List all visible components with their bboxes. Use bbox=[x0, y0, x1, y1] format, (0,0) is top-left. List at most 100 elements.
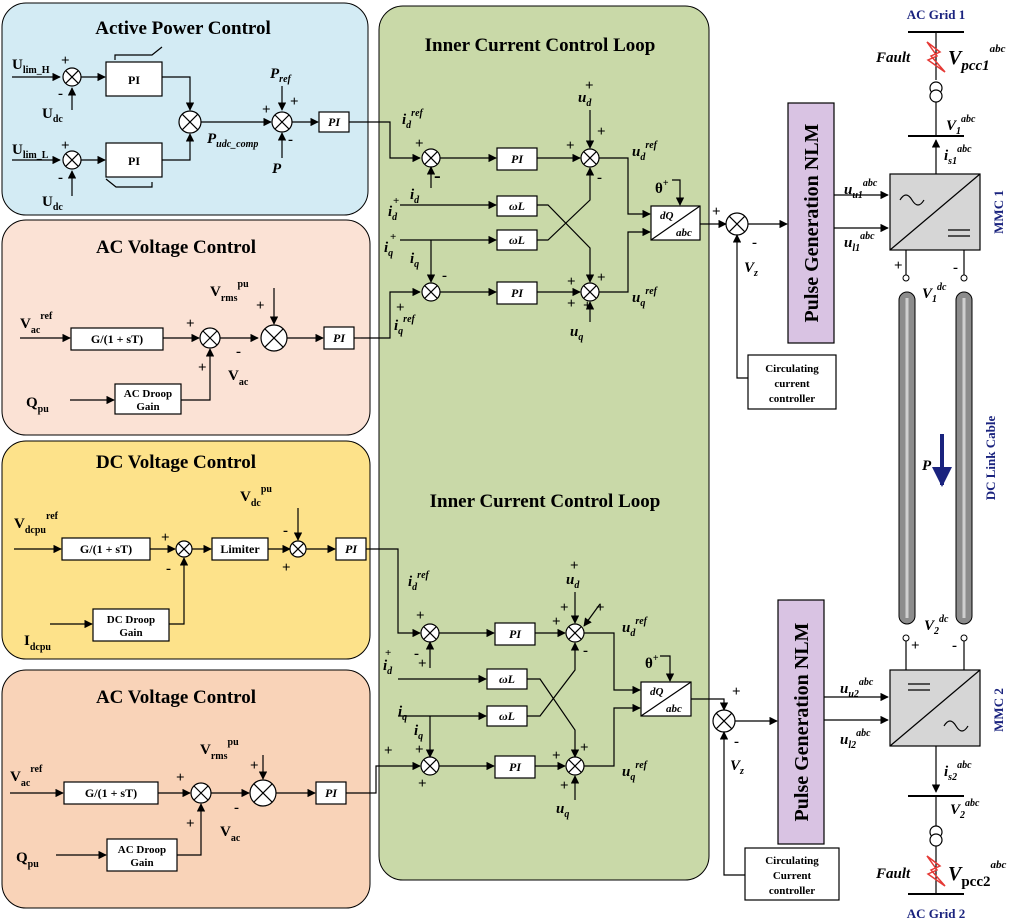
svg-text:Vrmspu: Vrmspu bbox=[200, 737, 239, 762]
svg-text:-: - bbox=[234, 800, 239, 816]
svg-text:uu1abc: uu1abc bbox=[844, 178, 878, 201]
svg-text:dQ: dQ bbox=[660, 210, 674, 222]
svg-text:θ+: θ+ bbox=[655, 178, 669, 197]
svg-text:+: + bbox=[570, 558, 579, 574]
svg-text:abc: abc bbox=[666, 703, 682, 715]
svg-text:+: + bbox=[583, 298, 592, 314]
converter-control-1: - Vz Pulse Generation NLM Circulating cu… bbox=[725, 102, 837, 410]
svg-text:controller: controller bbox=[769, 393, 815, 405]
svg-text:dQ: dQ bbox=[650, 686, 664, 698]
svg-text:+: + bbox=[390, 231, 396, 243]
mmc-2-label: MMC 2 bbox=[991, 688, 1006, 732]
pulse-generation-label: Pulse Generation NLM bbox=[801, 123, 823, 322]
svg-text:+: + bbox=[894, 258, 903, 274]
svg-text:ud: ud bbox=[578, 90, 592, 109]
grid-side-1: AC Grid 1 Fault Vpcc1abc V1abc is1abc MM… bbox=[834, 7, 1006, 305]
svg-text:Pref: Pref bbox=[270, 66, 293, 85]
svg-text:-: - bbox=[414, 646, 419, 662]
svg-text:ωL: ωL bbox=[499, 672, 515, 686]
svg-text:+: + bbox=[418, 656, 427, 672]
pi-block bbox=[496, 147, 538, 171]
svg-text:PI: PI bbox=[511, 152, 524, 166]
svg-text:-: - bbox=[283, 523, 288, 539]
svg-text:Gain: Gain bbox=[119, 627, 142, 639]
svg-text:G/(1 + sT): G/(1 + sT) bbox=[91, 332, 143, 346]
svg-text:-: - bbox=[952, 638, 957, 654]
ac-grid-2-label: AC Grid 2 bbox=[907, 906, 966, 921]
grid-side-2: V2dc + - MMC 2 uu2abc ul2abc is2abc V2ab… bbox=[824, 614, 1007, 921]
svg-text:DC Droop: DC Droop bbox=[107, 614, 155, 626]
svg-text:+: + bbox=[61, 138, 70, 154]
svg-text:iq: iq bbox=[398, 704, 407, 723]
svg-text:Udc: Udc bbox=[42, 106, 63, 125]
inner-loop-1-diagram: idref + - PI + ud + + - udref id id + ωL… bbox=[349, 78, 727, 343]
pi-block bbox=[105, 61, 163, 97]
dc-cable-label: DC Link Cable bbox=[983, 416, 998, 501]
svg-text:+: + bbox=[262, 102, 271, 118]
mmc-1-label: MMC 1 bbox=[991, 190, 1006, 234]
dc-voltage-diagram: Vdcpuref G/(1 + sT) + - Limiter Vdcpu - … bbox=[14, 484, 367, 653]
svg-text:iq: iq bbox=[410, 251, 419, 270]
svg-text:-: - bbox=[734, 734, 739, 750]
svg-text:ωL: ωL bbox=[509, 233, 525, 247]
pi-block bbox=[494, 622, 536, 646]
svg-text:V2abc: V2abc bbox=[950, 798, 980, 821]
svg-text:+: + bbox=[596, 600, 605, 616]
svg-text:uqref: uqref bbox=[632, 286, 659, 309]
svg-text:ud: ud bbox=[566, 572, 580, 591]
svg-text:-: - bbox=[166, 561, 171, 577]
title-dc-voltage: DC Voltage Control bbox=[96, 452, 256, 473]
active-power-diagram: Ulim_H + - Udc PI Ulim_L + - Udc PI Pudc… bbox=[12, 46, 350, 213]
svg-text:+: + bbox=[384, 743, 393, 759]
svg-text:Vpcc1abc: Vpcc1abc bbox=[948, 43, 1006, 74]
svg-text:P: P bbox=[922, 458, 932, 474]
svg-text:PI: PI bbox=[509, 760, 522, 774]
svg-text:Udc: Udc bbox=[42, 194, 63, 213]
fault-icon bbox=[926, 41, 946, 73]
title-ac-voltage-1: AC Voltage Control bbox=[96, 237, 256, 258]
svg-text:+: + bbox=[567, 274, 576, 290]
converter-control-2: - Vz Pulse Generation NLM Circulating Cu… bbox=[712, 599, 840, 901]
svg-text:PI: PI bbox=[345, 542, 358, 556]
svg-text:P: P bbox=[272, 161, 282, 177]
pulse-generation-block bbox=[777, 599, 825, 845]
svg-text:+: + bbox=[385, 647, 391, 659]
svg-text:+: + bbox=[580, 740, 589, 756]
svg-text:+: + bbox=[560, 778, 569, 794]
svg-text:uq: uq bbox=[556, 801, 569, 820]
pi-block bbox=[105, 142, 163, 178]
dc-droop-block bbox=[92, 608, 170, 642]
svg-text:Qpu: Qpu bbox=[16, 850, 39, 870]
svg-text:ul1abc: ul1abc bbox=[844, 231, 875, 254]
svg-text:-: - bbox=[58, 170, 63, 186]
svg-text:Gain: Gain bbox=[130, 857, 153, 869]
svg-text:uu2abc: uu2abc bbox=[840, 677, 874, 700]
svg-text:+: + bbox=[597, 124, 606, 140]
svg-text:Vdcpuref: Vdcpuref bbox=[14, 511, 59, 536]
svg-text:+: + bbox=[567, 296, 576, 312]
svg-text:Vac: Vac bbox=[220, 824, 241, 844]
svg-text:id: id bbox=[383, 658, 393, 677]
svg-text:PI: PI bbox=[128, 73, 140, 87]
svg-text:+: + bbox=[290, 94, 299, 110]
svg-text:+: + bbox=[176, 770, 185, 786]
svg-text:ωL: ωL bbox=[509, 199, 525, 213]
inner-loop-2-diagram: idref + - PI + ud + + + - udref id + + ω… bbox=[346, 548, 741, 820]
ac-voltage-2-diagram: Vacref G/(1 + sT) + - Vac Vrmspu + PI Qp… bbox=[10, 737, 347, 872]
svg-text:-: - bbox=[58, 86, 63, 102]
svg-text:PI: PI bbox=[509, 627, 522, 641]
svg-text:Vacref: Vacref bbox=[20, 311, 53, 336]
svg-text:+: + bbox=[186, 316, 195, 332]
svg-text:abc: abc bbox=[676, 227, 692, 239]
svg-text:+: + bbox=[566, 138, 575, 154]
svg-text:+: + bbox=[712, 204, 721, 220]
pulse-generation-block bbox=[787, 102, 835, 344]
svg-text:Idcpu: Idcpu bbox=[24, 633, 51, 653]
svg-text:+: + bbox=[396, 300, 405, 316]
svg-text:-: - bbox=[583, 643, 588, 659]
svg-text:V2dc: V2dc bbox=[924, 614, 949, 637]
svg-text:iq: iq bbox=[414, 723, 423, 742]
svg-text:-: - bbox=[597, 170, 602, 186]
ac-grid-1-label: AC Grid 1 bbox=[907, 7, 966, 22]
